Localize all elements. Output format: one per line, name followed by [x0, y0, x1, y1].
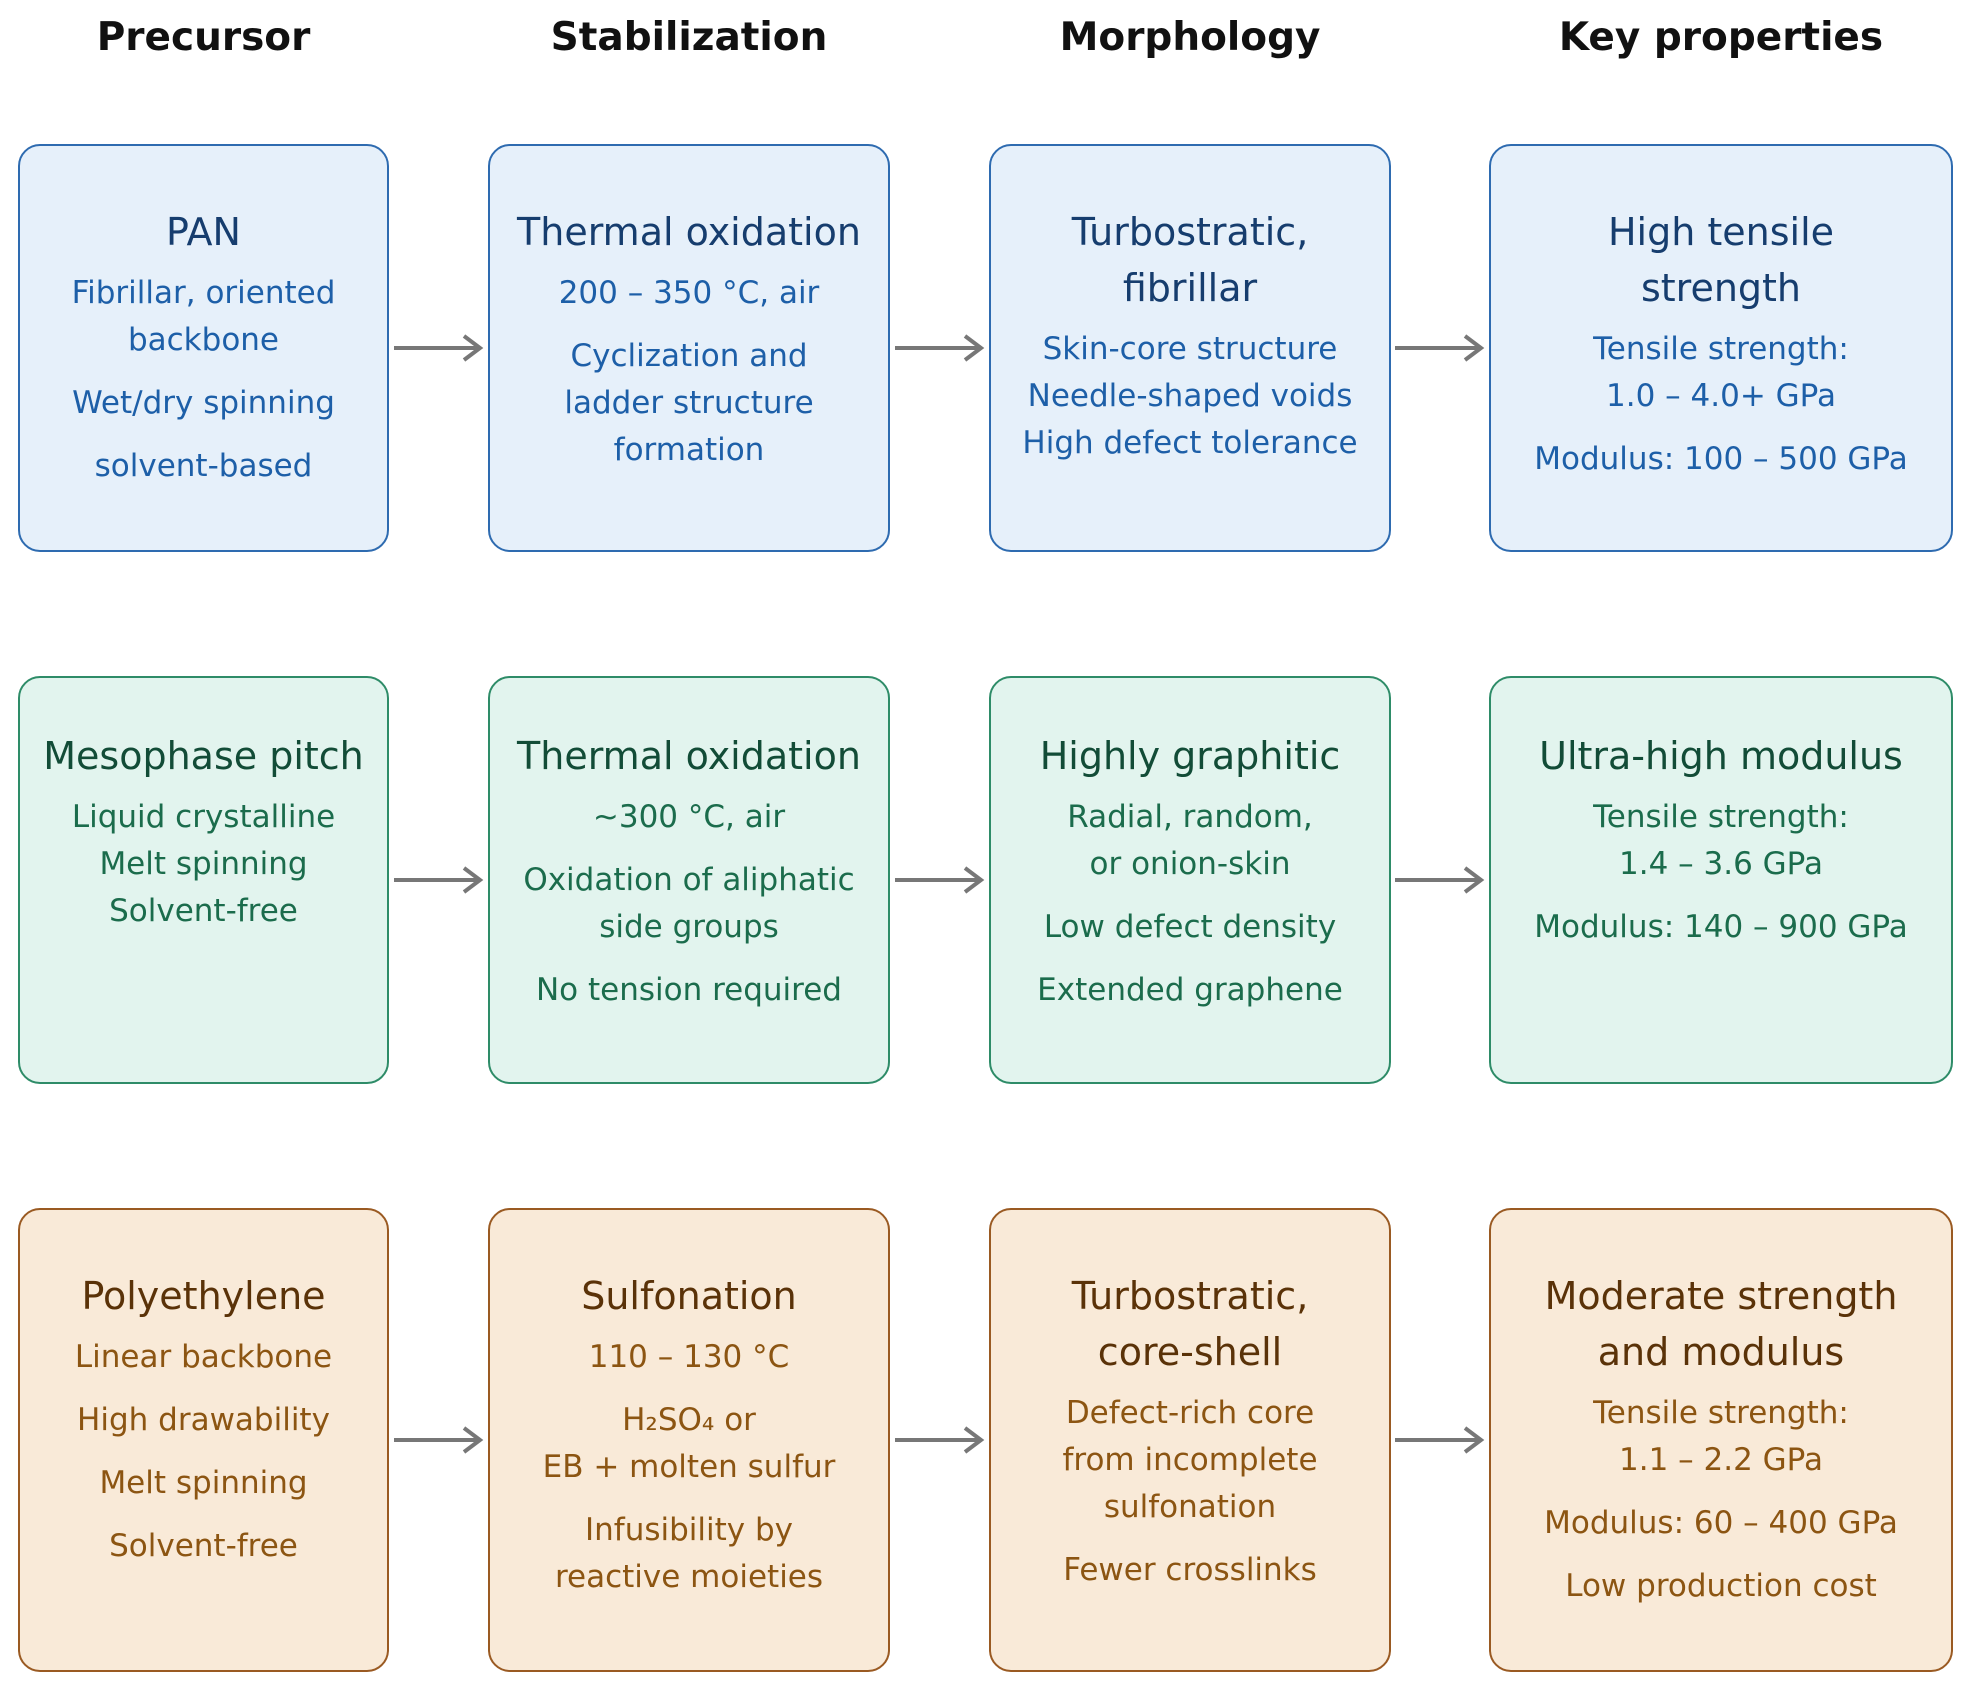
flow-arrow-icon — [893, 333, 985, 363]
box-detail-line: Extended graphene — [1037, 972, 1343, 1008]
box-detail-line: Low defect density — [1043, 909, 1337, 945]
box-detail-line: Modulus: 140 – 900 GPa — [1534, 909, 1908, 945]
box-title: Ultra-high modulus — [1539, 734, 1903, 778]
box-detail-line: Low production cost — [1565, 1568, 1877, 1604]
box-detail-line: 1.0 – 4.0+ GPa — [1606, 378, 1836, 414]
box-title: Turbostratic,core-shell — [1071, 1274, 1309, 1374]
flow-arrow-icon — [1393, 865, 1485, 895]
box-detail-line: Solvent-free — [109, 893, 298, 929]
flow-arrow-icon — [392, 333, 484, 363]
flow-arrow-icon — [893, 1425, 985, 1455]
box-detail-line: ~300 °C, air — [592, 799, 786, 835]
flow-arrow-icon — [392, 1425, 484, 1455]
box-title: Highly graphitic — [1039, 734, 1341, 778]
box-detail-line: 200 – 350 °C, air — [558, 275, 820, 311]
box-detail-line: or onion-skin — [1089, 846, 1291, 882]
box-detail-line: EB + molten sulfur — [542, 1449, 836, 1485]
box-detail-line: Cyclization and — [570, 338, 808, 374]
flow-arrow-icon — [893, 865, 985, 895]
box-detail-line: Wet/dry spinning — [72, 385, 335, 421]
box-detail-line: No tension required — [535, 972, 842, 1008]
box-detail-line: Infusibility by — [584, 1512, 793, 1548]
box-detail-line: Fewer crosslinks — [1063, 1552, 1317, 1588]
box-detail-line: 1.4 – 3.6 GPa — [1619, 846, 1823, 882]
box-detail-line: Modulus: 60 – 400 GPa — [1544, 1505, 1898, 1541]
box-detail-line: Radial, random, — [1067, 799, 1313, 835]
column-header-morphology: Morphology — [1059, 15, 1321, 60]
box-detail-line: High defect tolerance — [1022, 425, 1358, 461]
box-detail-line: Tensile strength: — [1593, 799, 1849, 835]
box-detail-line: ladder structure — [564, 385, 814, 421]
box-title: Thermal oxidation — [517, 210, 861, 254]
flow-arrow-icon — [1393, 1425, 1485, 1455]
box-detail-line: reactive moieties — [554, 1559, 824, 1595]
box-title: Polyethylene — [81, 1274, 326, 1318]
box-detail-line: backbone — [127, 322, 280, 358]
box-title: PAN — [166, 210, 241, 254]
box-detail-line: Solvent-free — [109, 1528, 298, 1564]
column-header-stabilization: Stabilization — [550, 15, 828, 60]
box-detail-line: from incomplete — [1062, 1442, 1318, 1478]
box-detail-line: Needle-shaped voids — [1027, 378, 1353, 414]
box-detail-line: 110 – 130 °C — [588, 1339, 790, 1375]
box-detail-line: Skin-core structure — [1042, 331, 1338, 367]
box-title: Thermal oxidation — [517, 734, 861, 778]
box-detail-line: Oxidation of aliphatic — [523, 862, 855, 898]
box-detail-line: Liquid crystalline — [71, 799, 336, 835]
box-detail-line: Linear backbone — [74, 1339, 333, 1375]
box-detail-line: 1.1 – 2.2 GPa — [1619, 1442, 1823, 1478]
box-detail-line: Modulus: 100 – 500 GPa — [1534, 441, 1908, 477]
box-detail-line: side groups — [599, 909, 779, 945]
box-detail-line: formation — [613, 432, 765, 468]
box-title: Sulfonation — [581, 1274, 797, 1318]
box-detail-line: Melt spinning — [99, 1465, 308, 1501]
box-detail-line: Melt spinning — [99, 846, 308, 882]
box-detail-line: sulfonation — [1103, 1489, 1277, 1525]
column-header-precursor: Precursor — [96, 15, 311, 60]
box-detail-line: Fibrillar, oriented — [71, 275, 336, 311]
box-detail-line: High drawability — [77, 1402, 330, 1438]
flow-arrow-icon — [392, 865, 484, 895]
box-title: Turbostratic,fibrillar — [1071, 210, 1309, 310]
column-header-key-properties: Key properties — [1558, 15, 1884, 60]
box-detail-line: solvent-based — [94, 448, 313, 484]
flow-arrow-icon — [1393, 333, 1485, 363]
box-detail-line: Tensile strength: — [1593, 1395, 1849, 1431]
box-detail-line: H₂SO₄ or — [622, 1402, 756, 1438]
box-detail-line: Defect-rich core — [1065, 1395, 1315, 1431]
polyethylene-stabilization-box: Sulfonation 110 – 130 °C H₂SO₄ or EB + molt… — [488, 1208, 890, 1672]
box-detail-line: Tensile strength: — [1593, 331, 1849, 367]
box-title: Mesophase pitch — [43, 734, 364, 778]
